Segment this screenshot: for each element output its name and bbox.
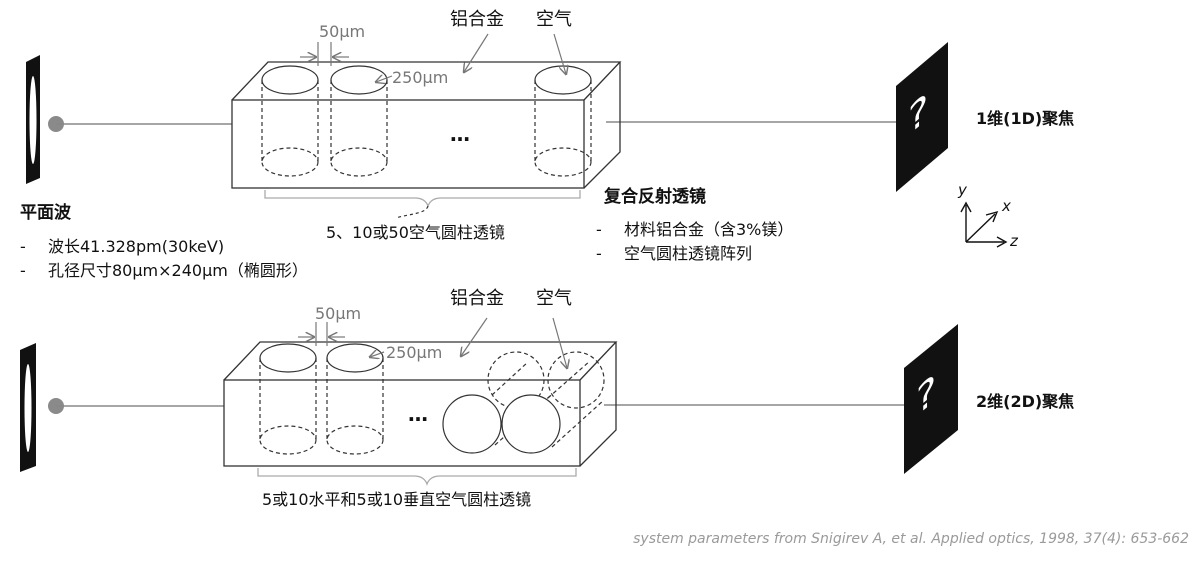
alloy-label-2: 铝合金 bbox=[450, 288, 504, 309]
arrow-air-2 bbox=[552, 317, 567, 368]
source-aperture-1 bbox=[26, 55, 40, 184]
dimension-50um-2 bbox=[298, 322, 345, 346]
compound-lens-list: - 材料铝合金（含3%镁） - 空气圆柱透镜阵列 bbox=[596, 218, 793, 266]
source-aperture-2 bbox=[20, 343, 36, 472]
air-label-2: 空气 bbox=[536, 288, 572, 309]
dimension-50um-label-2: 50µm bbox=[315, 304, 362, 323]
axis-z-label: z bbox=[1010, 232, 1018, 250]
list-item: - 材料铝合金（含3%镁） bbox=[596, 218, 793, 242]
arrow-alloy-1 bbox=[464, 33, 489, 72]
arrow-alloy-2 bbox=[461, 317, 488, 356]
dimension-250um-label-2: 250µm bbox=[386, 343, 443, 362]
axis-y-label: y bbox=[958, 181, 967, 199]
lens-block-2 bbox=[223, 341, 618, 467]
compound-lens-title: 复合反射透镜 bbox=[604, 187, 706, 207]
list-item-text: 空气圆柱透镜阵列 bbox=[624, 244, 753, 263]
list-item-text: 材料铝合金（含3%镁） bbox=[624, 220, 794, 239]
bullet-dash: - bbox=[596, 244, 602, 263]
list-item: - 孔径尺寸80μm×240μm（椭圆形） bbox=[20, 259, 308, 283]
plane-wave-title: 平面波 bbox=[20, 203, 71, 223]
arrow-250um-2 bbox=[370, 352, 385, 357]
bullet-dash: - bbox=[596, 220, 602, 239]
focus-label-1d: 1维(1D)聚焦 bbox=[976, 109, 1075, 128]
panel-1d bbox=[26, 33, 948, 219]
ellipsis-2: … bbox=[408, 402, 428, 426]
list-item-text: 孔径尺寸80μm×240μm（椭圆形） bbox=[48, 261, 308, 280]
vertical-cylinders-2 bbox=[259, 343, 384, 455]
dimension-50um-label-1: 50µm bbox=[319, 22, 366, 41]
list-item: - 波长41.328pm(30keV) bbox=[20, 235, 308, 259]
bullet-dash: - bbox=[20, 237, 26, 256]
arrow-250um-1 bbox=[376, 76, 393, 82]
alloy-label-1: 铝合金 bbox=[450, 9, 504, 30]
list-item: - 空气圆柱透镜阵列 bbox=[596, 242, 793, 266]
plane-wave-list: - 波长41.328pm(30keV) - 孔径尺寸80μm×240μm（椭圆形） bbox=[20, 235, 308, 283]
lens-caption-2: 5或10水平和5或10垂直空气圆柱透镜 bbox=[262, 490, 532, 509]
lens-block-1 bbox=[231, 61, 622, 189]
focus-label-2d: 2维(2D)聚焦 bbox=[976, 392, 1075, 411]
axis-x-label: x bbox=[1002, 197, 1011, 215]
panel-2d bbox=[20, 317, 958, 486]
air-cylinders-1 bbox=[261, 65, 592, 177]
ellipsis-1: … bbox=[450, 122, 470, 146]
citation: system parameters from Snigirev A, et al… bbox=[633, 531, 1189, 547]
bullet-dash: - bbox=[20, 261, 26, 280]
lens-caption-1: 5、10或50空气圆柱透镜 bbox=[326, 223, 505, 242]
screen-1 bbox=[896, 42, 948, 192]
dimension-50um-1 bbox=[300, 42, 349, 66]
dimension-250um-label-1: 250µm bbox=[392, 68, 449, 87]
coordinate-axes bbox=[960, 201, 1008, 248]
brace-1 bbox=[264, 190, 581, 208]
list-item-text: 波长41.328pm(30keV) bbox=[48, 237, 225, 256]
brace-leader-1 bbox=[395, 205, 429, 219]
brace-2 bbox=[257, 468, 577, 486]
arrow-air-1 bbox=[553, 33, 566, 74]
horizontal-cylinders-2 bbox=[442, 351, 605, 454]
screen-2 bbox=[904, 324, 958, 474]
air-label-1: 空气 bbox=[536, 9, 572, 30]
